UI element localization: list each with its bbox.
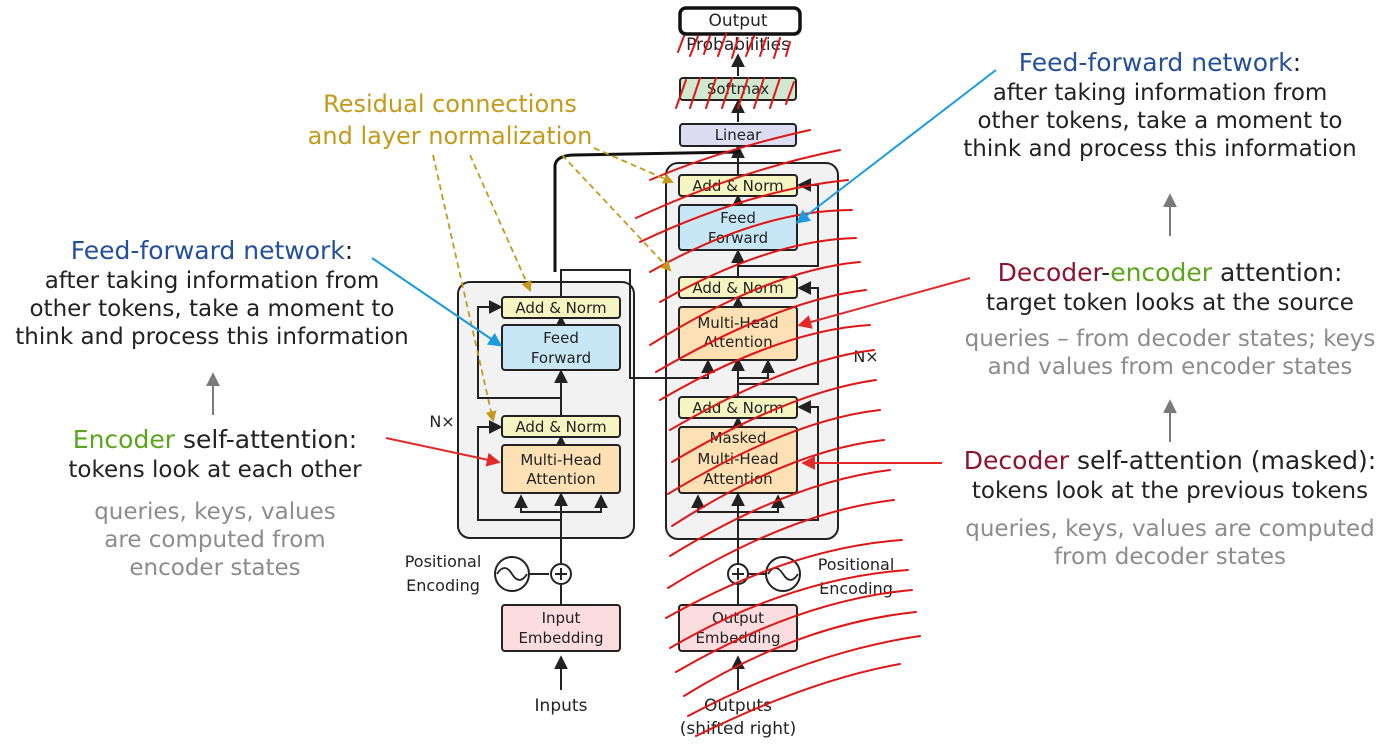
svg-text:Feed: Feed — [720, 209, 756, 227]
encoder-feed-forward: Feed Forward — [501, 324, 621, 371]
svg-text:Add & Norm: Add & Norm — [692, 279, 783, 297]
outputs-shifted-label: (shifted right) — [680, 719, 797, 739]
svg-text:Add & Norm: Add & Norm — [515, 418, 606, 436]
decoder-positional-label-1: Positional — [818, 555, 895, 574]
decoder-masked-multi-head-attention: Masked Multi-Head Attention — [678, 426, 798, 494]
encoder-self-attention-annotation: Encoder self-attention: tokens look at e… — [68, 425, 362, 581]
svg-text:Multi-Head: Multi-Head — [697, 450, 778, 468]
hand-drawn-connection — [553, 150, 741, 272]
svg-text:Embedding: Embedding — [695, 629, 780, 647]
svg-text:Multi-Head: Multi-Head — [520, 451, 601, 469]
residual-annotation: Residual connections and layer normaliza… — [307, 90, 593, 151]
softmax-box: Softmax — [679, 77, 797, 101]
linear-box: Linear — [679, 123, 797, 147]
svg-text:Linear: Linear — [715, 126, 762, 144]
ffn-left-arrow — [371, 257, 503, 347]
svg-text:Forward: Forward — [708, 229, 768, 247]
encoder-self-attention-arrow — [385, 437, 501, 467]
decoder-encoder-arrow — [797, 277, 971, 329]
encoder-positional-label-1: Positional — [405, 552, 482, 571]
svg-text:Add & Norm: Add & Norm — [692, 177, 783, 195]
encoder-positional-label-2: Encoding — [406, 576, 480, 595]
residual-arrows — [432, 147, 674, 423]
svg-text:Add & Norm: Add & Norm — [692, 399, 783, 417]
inputs-label: Inputs — [535, 696, 588, 716]
decoder-self-attention-annotation: Decoder self-attention (masked): tokens … — [963, 446, 1377, 570]
ffn-left-annotation: Feed-forward network: after taking infor… — [15, 236, 409, 350]
decoder-encoder-attention-annotation: Decoder-encoder attention: target token … — [964, 258, 1376, 380]
encoder-multi-head-attention: Multi-Head Attention — [501, 444, 621, 494]
decoder-add-norm-top: Add & Norm — [678, 174, 798, 197]
encoder-nx-label: N× — [429, 412, 454, 431]
svg-text:Masked: Masked — [710, 429, 767, 447]
svg-text:Input: Input — [542, 609, 581, 627]
ffn-right-annotation: Feed-forward network: after taking infor… — [963, 48, 1357, 162]
svg-text:Add & Norm: Add & Norm — [515, 299, 606, 317]
decoder-add-norm-middle: Add & Norm — [678, 276, 798, 299]
output-probabilities-box: Output — [678, 6, 802, 36]
outputs-label: Outputs — [704, 696, 772, 716]
svg-text:Attention: Attention — [526, 470, 595, 488]
input-embedding: Input Embedding — [501, 604, 621, 652]
svg-text:Output: Output — [708, 11, 767, 31]
decoder-positional-label-2: Encoding — [819, 579, 893, 598]
decoder-multi-head-attention: Multi-Head Attention — [678, 306, 798, 361]
encoder-add-norm-bottom: Add & Norm — [501, 415, 621, 438]
probabilities-label: Probabilities — [686, 35, 790, 55]
svg-text:Feed: Feed — [543, 329, 579, 347]
encoder-block — [457, 281, 635, 539]
svg-text:Forward: Forward — [531, 349, 591, 367]
encoder-add-norm-top: Add & Norm — [501, 296, 621, 319]
svg-text:Attention: Attention — [703, 333, 772, 351]
svg-text:Multi-Head: Multi-Head — [697, 314, 778, 332]
svg-text:Embedding: Embedding — [518, 629, 603, 647]
output-embedding: Output Embedding — [678, 604, 798, 652]
svg-text:Attention: Attention — [703, 470, 772, 488]
decoder-feed-forward: Feed Forward — [678, 204, 798, 251]
ffn-right-arrow — [795, 69, 997, 224]
svg-text:Softmax: Softmax — [707, 80, 769, 98]
svg-text:Output: Output — [712, 609, 764, 627]
decoder-scribble — [635, 33, 921, 737]
